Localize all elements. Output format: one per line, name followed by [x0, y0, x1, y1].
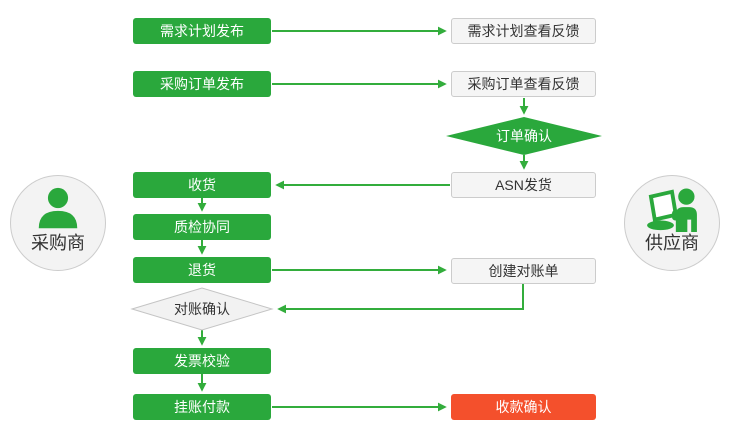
actor-supplier: 供应商 — [624, 175, 720, 271]
arrow-statement-to-reconcile — [277, 284, 524, 314]
reconcile-confirm-diamond-shape — [130, 287, 274, 331]
node-po-publish: 采购订单发布 — [133, 71, 271, 97]
node-receive: 收货 — [133, 172, 271, 198]
node-demand-plan-feedback: 需求计划查看反馈 — [451, 18, 596, 44]
actor-buyer-label: 采购商 — [31, 233, 85, 253]
node-reconcile-confirm-label: 对账确认 — [174, 301, 230, 317]
node-create-statement: 创建对账单 — [451, 258, 596, 284]
node-book-payment: 挂账付款 — [133, 394, 271, 420]
order-confirm-diamond-shape — [446, 117, 602, 155]
node-asn-ship: ASN发货 — [451, 172, 596, 198]
node-quality-collab: 质检协同 — [133, 214, 271, 240]
person-laptop-icon — [645, 187, 699, 233]
actor-buyer: 采购商 — [10, 175, 106, 271]
person-icon — [35, 187, 81, 231]
node-invoice-verify: 发票校验 — [133, 348, 271, 374]
node-return-goods: 退货 — [133, 257, 271, 283]
actor-supplier-label: 供应商 — [645, 233, 699, 253]
node-order-confirm-label: 订单确认 — [496, 128, 552, 144]
node-po-feedback: 采购订单查看反馈 — [451, 71, 596, 97]
node-demand-plan-publish: 需求计划发布 — [133, 18, 271, 44]
node-receipt-confirm: 收款确认 — [451, 394, 596, 420]
